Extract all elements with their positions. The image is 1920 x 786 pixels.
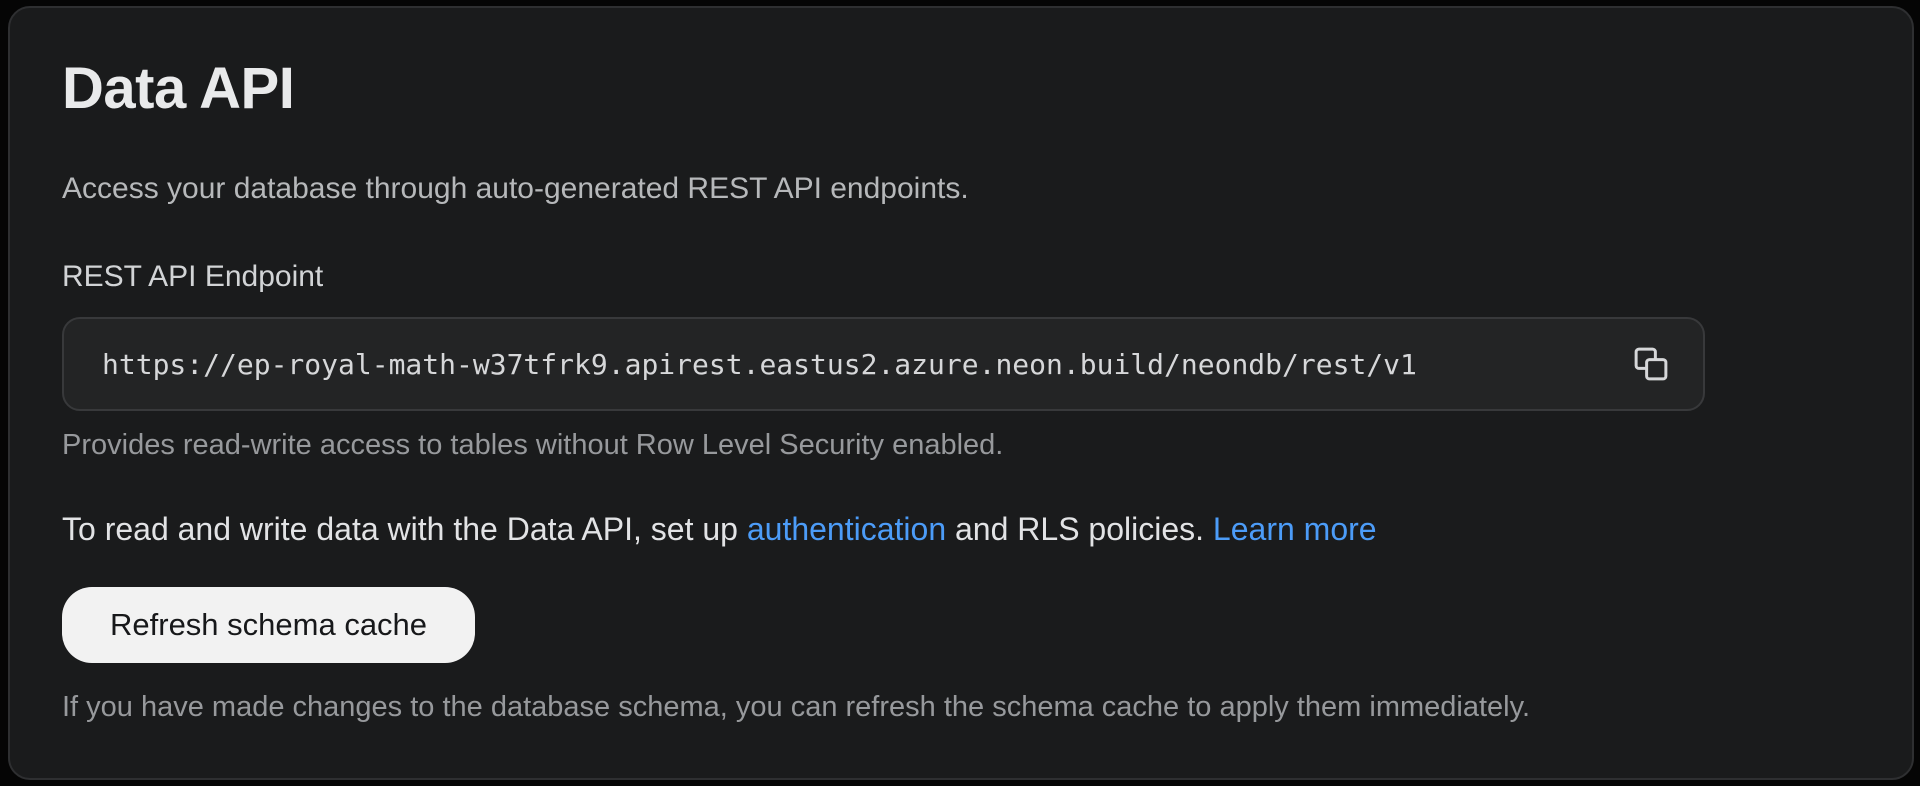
endpoint-label: REST API Endpoint: [62, 260, 324, 294]
endpoint-url-value: https://ep-royal-math-w37tfrk9.apirest.e…: [102, 347, 1417, 381]
endpoint-field: https://ep-royal-math-w37tfrk9.apirest.e…: [62, 317, 1705, 412]
rls-note: To read and write data with the Data API…: [62, 509, 1860, 551]
rls-note-text-middle: and RLS policies.: [946, 511, 1213, 548]
schema-cache-hint: If you have made changes to the database…: [62, 690, 1531, 723]
data-api-panel: Data API Access your database through au…: [8, 6, 1914, 780]
copy-icon: [1630, 343, 1672, 385]
page-description: Access your database through auto-genera…: [62, 171, 969, 205]
authentication-link[interactable]: authentication: [746, 511, 947, 548]
rls-note-text-before: To read and write data with the Data API…: [62, 511, 747, 548]
refresh-schema-cache-button[interactable]: Refresh schema cache: [62, 586, 476, 663]
page-title: Data API: [62, 56, 295, 121]
endpoint-hint: Provides read-write access to tables wit…: [62, 429, 1004, 462]
copy-button[interactable]: [1623, 336, 1679, 392]
learn-more-link[interactable]: Learn more: [1212, 511, 1377, 548]
